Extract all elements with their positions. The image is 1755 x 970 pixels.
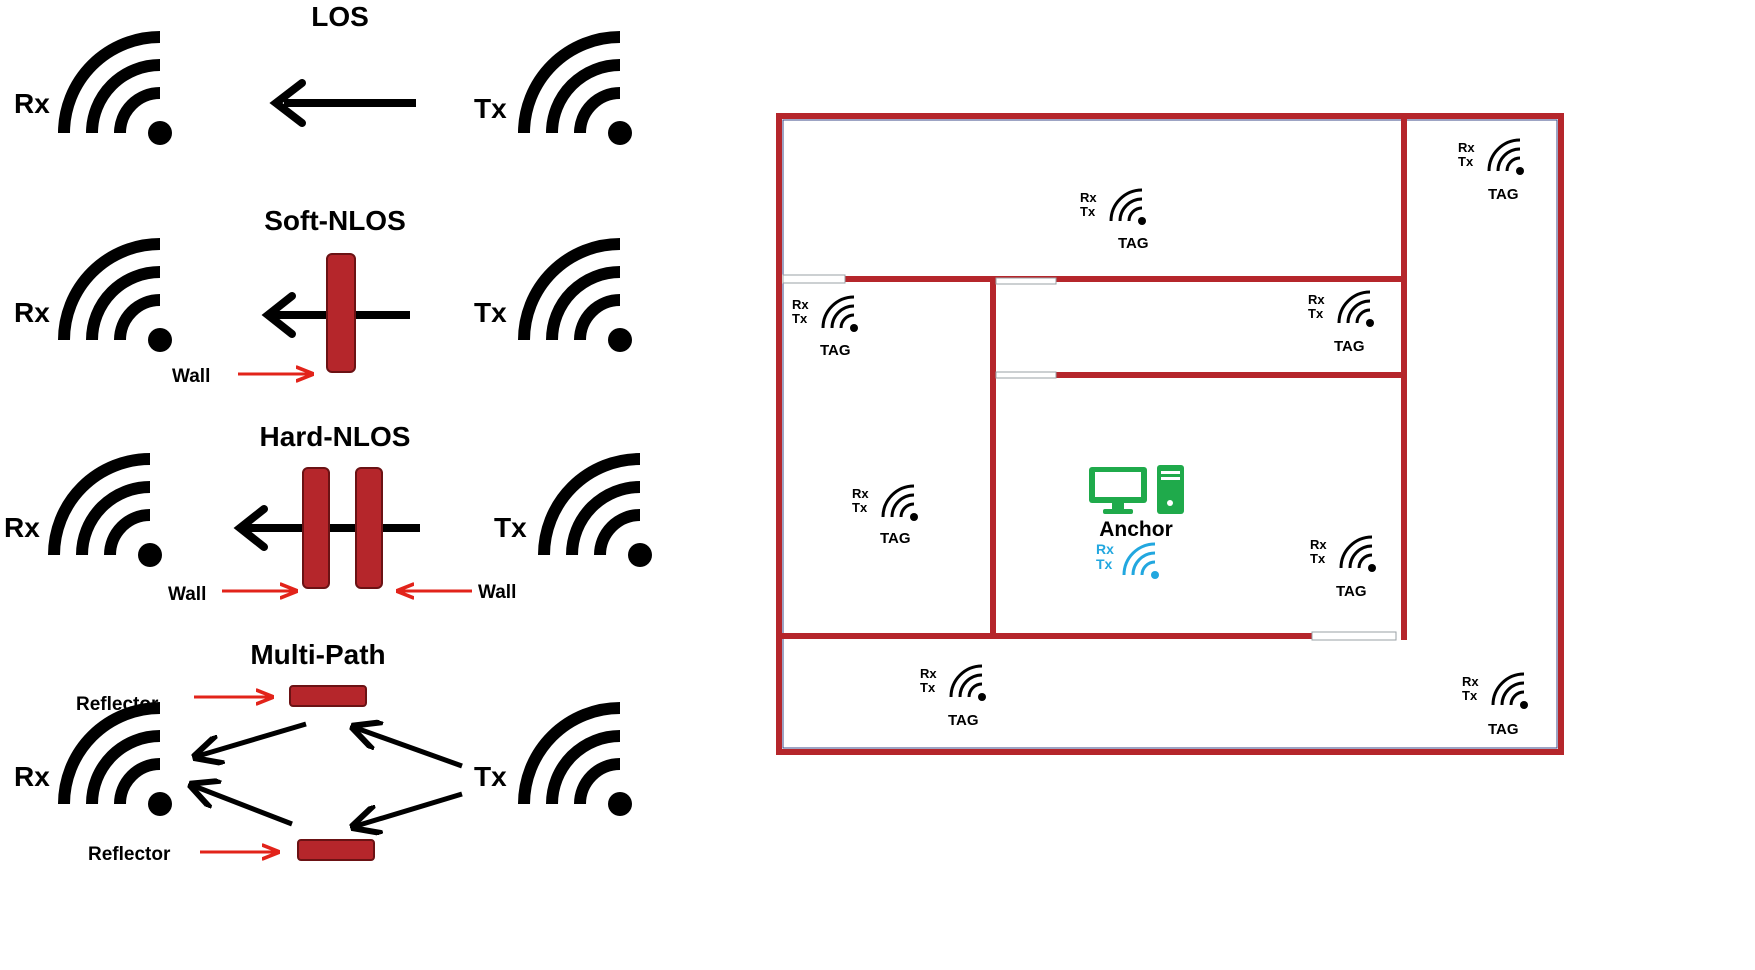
los-tx-label: Tx — [474, 93, 507, 124]
tag-rx-label: Rx — [1080, 190, 1097, 205]
hard-nlos-title: Hard-NLOS — [260, 421, 411, 452]
multi-path-scenario: Multi-Path Reflector Rx Tx Reflector — [14, 639, 632, 865]
hard-wall-left-label: Wall — [168, 584, 206, 605]
doorway — [995, 277, 1057, 285]
hard-tx-label: Tx — [494, 512, 527, 543]
tower-icon — [1157, 465, 1184, 514]
tag-rx-label: Rx — [1462, 674, 1479, 689]
tag-tx-label: Tx — [1458, 154, 1474, 169]
tx-wifi-icon — [524, 708, 632, 816]
hard-rx-label: Rx — [4, 512, 40, 543]
tag-label: TAG — [948, 712, 979, 729]
reflector-bottom — [297, 839, 375, 861]
los-scenario: LOS Rx Tx — [14, 1, 632, 145]
tag-tx-label: Tx — [1080, 204, 1096, 219]
tag-rx-label: Rx — [1310, 537, 1327, 552]
hard-wall-2 — [355, 467, 383, 589]
reflector-bottom-label: Reflector — [88, 844, 171, 865]
soft-nlos-title: Soft-NLOS — [264, 205, 406, 236]
tag-node: Rx Tx TAG — [1462, 672, 1530, 738]
tag-node: Rx Tx TAG — [1310, 535, 1378, 600]
tag-node: Rx Tx TAG — [1080, 188, 1149, 252]
tag-tx-label: Tx — [920, 680, 936, 695]
doorway — [782, 274, 846, 284]
anchor-node: Anchor Rx Tx — [1089, 465, 1184, 581]
soft-rx-label: Rx — [14, 297, 50, 328]
multi-tx-label: Tx — [474, 761, 507, 792]
tag-tx-label: Tx — [852, 500, 868, 515]
hard-nlos-scenario: Hard-NLOS Rx Wall Wall Tx — [4, 421, 652, 605]
tag-label: TAG — [820, 342, 851, 359]
doorways — [782, 274, 1397, 641]
multi-rx-label: Rx — [14, 761, 50, 792]
los-title: LOS — [311, 1, 369, 32]
tag-rx-label: Rx — [852, 486, 869, 501]
doorway — [1311, 631, 1397, 641]
path-tx-to-reflector-top-icon — [356, 728, 463, 769]
tag-rx-label: Rx — [920, 666, 937, 681]
hard-wall-1 — [302, 467, 330, 589]
path-reflector-to-rx-top-icon — [198, 721, 307, 756]
tag-tx-label: Tx — [1462, 688, 1478, 703]
tag-tx-label: Tx — [792, 311, 808, 326]
rx-wifi-icon — [54, 459, 162, 567]
tag-rx-label: Rx — [1308, 292, 1325, 307]
tag-node: Rx Tx TAG — [1308, 290, 1376, 355]
path-reflector-to-rx-bottom-icon — [194, 786, 293, 827]
tag-label: TAG — [1488, 186, 1519, 203]
hard-arrowhead-icon — [233, 505, 268, 551]
tag-label: TAG — [1334, 338, 1365, 355]
tag-label: TAG — [1118, 235, 1149, 252]
tag-node: Rx Tx TAG — [920, 664, 988, 729]
interior-walls — [782, 119, 1407, 640]
outer-wall — [776, 113, 1564, 755]
soft-arrowhead-icon — [261, 292, 296, 338]
los-arrowhead-icon — [269, 79, 306, 127]
soft-wall — [326, 253, 356, 373]
tag-label: TAG — [1488, 721, 1519, 738]
tag-label: TAG — [880, 530, 911, 547]
los-rx-label: Rx — [14, 88, 50, 119]
tx-wifi-icon — [524, 37, 632, 145]
floor-plan: Rx Tx TAG Rx Tx TAG Rx Tx TAG Rx Tx TAG … — [776, 113, 1564, 755]
soft-tx-label: Tx — [474, 297, 507, 328]
rx-wifi-icon — [64, 244, 172, 352]
tx-wifi-icon — [544, 459, 652, 567]
reflector-top — [289, 685, 367, 707]
rx-wifi-icon — [64, 37, 172, 145]
tag-node: Rx Tx TAG — [1458, 138, 1526, 203]
tag-tx-label: Tx — [1308, 306, 1324, 321]
rx-wifi-icon — [64, 708, 172, 816]
path-tx-to-reflector-bottom-icon — [356, 791, 463, 826]
tag-node: Rx Tx TAG — [852, 484, 920, 547]
tag-rx-label: Rx — [1458, 140, 1475, 155]
tx-wifi-icon — [524, 244, 632, 352]
anchor-tx-label: Tx — [1096, 556, 1113, 572]
tag-node: Rx Tx TAG — [792, 295, 860, 359]
soft-wall-label: Wall — [172, 366, 210, 387]
anchor-rx-label: Rx — [1096, 541, 1114, 557]
tag-tx-label: Tx — [1310, 551, 1326, 566]
hard-wall-right-label: Wall — [478, 582, 516, 603]
tag-label: TAG — [1336, 583, 1367, 600]
computer-icon — [1089, 467, 1147, 514]
soft-nlos-scenario: Soft-NLOS Rx Wall Tx — [14, 205, 632, 387]
tag-rx-label: Rx — [792, 297, 809, 312]
anchor-label: Anchor — [1099, 518, 1173, 541]
doorway — [995, 371, 1057, 379]
multi-path-title: Multi-Path — [250, 639, 385, 670]
